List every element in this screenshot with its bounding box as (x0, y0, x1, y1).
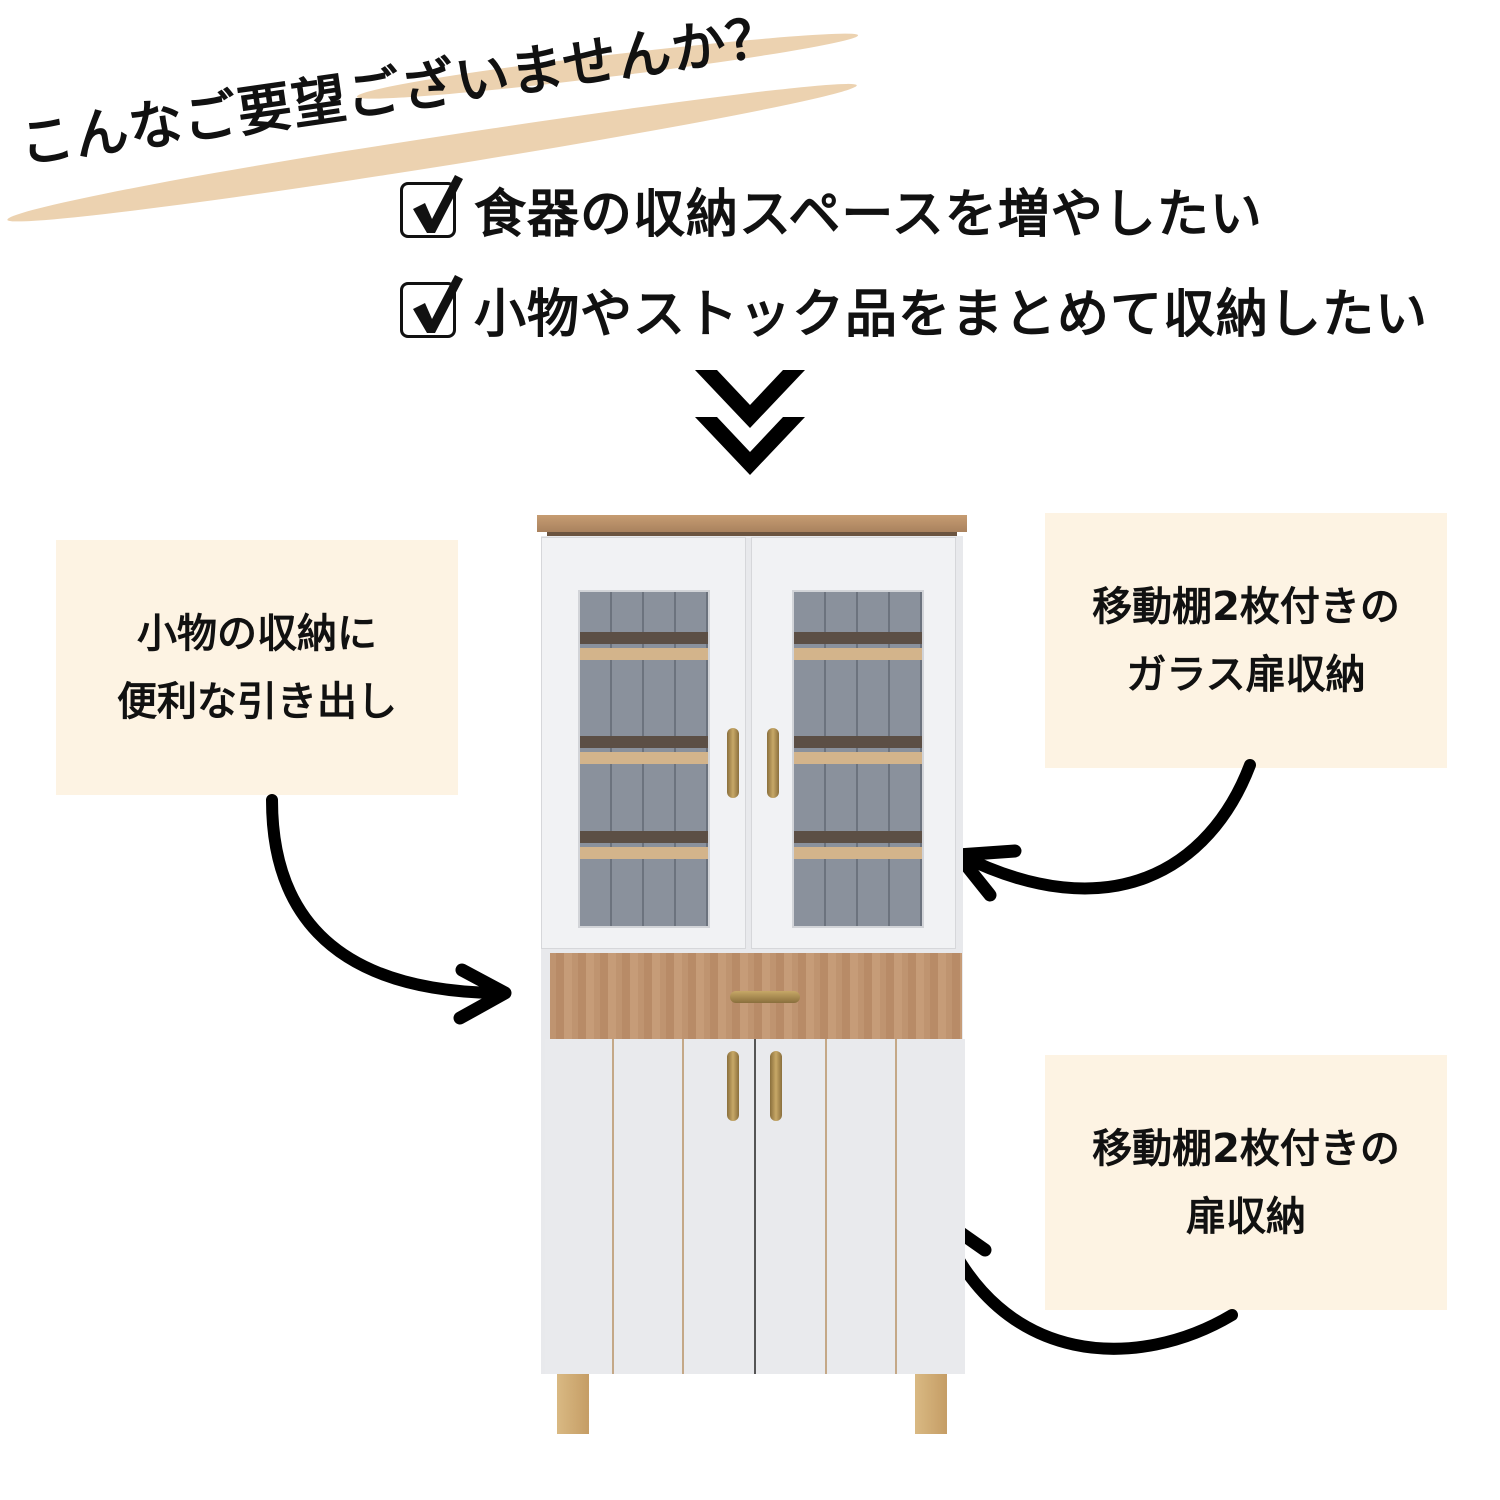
checkbox-checked-icon (400, 174, 463, 238)
door-handle-icon (727, 728, 739, 798)
glass-door-left[interactable] (541, 537, 746, 949)
cabinet-top-board (537, 515, 967, 532)
drawer-handle-icon (730, 991, 800, 1003)
callout-drawer-text: 小物の収納に 便利な引き出し (117, 610, 397, 725)
cupboard-cabinet (537, 515, 967, 1435)
cabinet-leg-right (915, 1374, 947, 1434)
checklist-item: 食器の収納スペースを増やしたい (400, 172, 1263, 247)
lower-doors[interactable] (545, 1039, 965, 1374)
checkbox-checked-icon (400, 274, 463, 338)
callout-glass-door: 移動棚2枚付きの ガラス扉収納 (1045, 513, 1447, 768)
door-handle-icon (727, 1051, 739, 1121)
callout-glass-door-text: 移動棚2枚付きの ガラス扉収納 (1092, 583, 1400, 698)
double-chevron-down-icon (695, 365, 805, 481)
callout-drawer: 小物の収納に 便利な引き出し (56, 540, 458, 795)
checklist-item: 小物やストック品をまとめて収納したい (400, 272, 1428, 347)
glass-panel (578, 590, 710, 928)
checklist-text: 小物やストック品をまとめて収納したい (474, 285, 1429, 345)
glass-panel (792, 590, 924, 928)
cabinet-leg-left (557, 1374, 589, 1434)
cabinet-top-shadow (547, 532, 957, 536)
callout-lower-door-text: 移動棚2枚付きの 扉収納 (1092, 1125, 1400, 1240)
glass-door-right[interactable] (751, 537, 956, 949)
callout-lower-door: 移動棚2枚付きの 扉収納 (1045, 1055, 1447, 1310)
door-gap (754, 1039, 756, 1374)
checklist-text: 食器の収納スペースを増やしたい (474, 185, 1263, 245)
drawer[interactable] (550, 953, 962, 1039)
door-handle-icon (770, 1051, 782, 1121)
door-handle-icon (767, 728, 779, 798)
